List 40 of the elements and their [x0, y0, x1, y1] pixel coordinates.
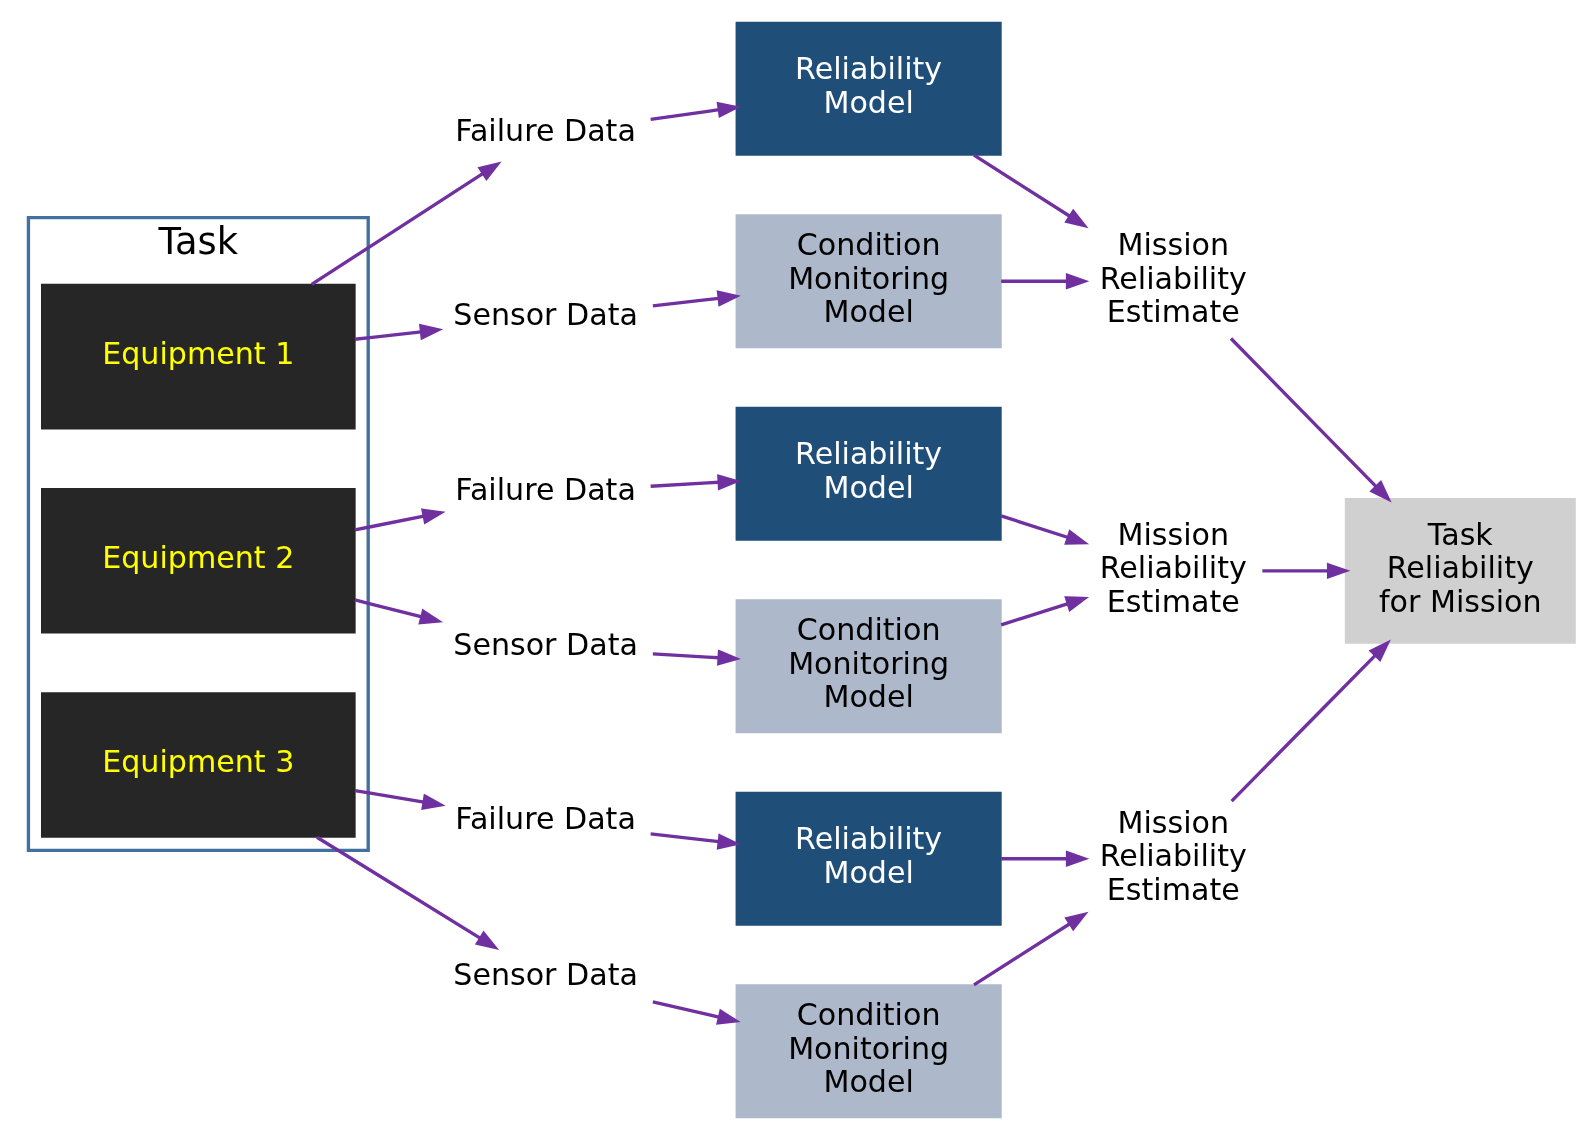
- node-text: Sensor Data: [453, 627, 638, 663]
- arrow: [354, 598, 444, 625]
- arrow: [310, 161, 502, 286]
- arrow: [1230, 639, 1391, 803]
- arrow: [650, 101, 741, 122]
- node-box: Condition Monitoring Model: [735, 984, 1002, 1119]
- node-text: Failure Data: [455, 471, 636, 507]
- arrow: [652, 649, 741, 666]
- arrow: [652, 1000, 741, 1025]
- node-box: Task Reliability for Mission: [1344, 498, 1576, 644]
- node-text: Sensor Data: [453, 956, 638, 992]
- node-text: Mission Reliability Estimate: [1099, 804, 1247, 907]
- node-box: Condition Monitoring Model: [735, 214, 1002, 349]
- arrow: [652, 290, 741, 308]
- node-box: Reliability Model: [735, 791, 1002, 926]
- arrow: [354, 323, 444, 341]
- arrow: [354, 788, 446, 810]
- node-box: Condition Monitoring Model: [735, 599, 1002, 734]
- arrow: [650, 474, 741, 491]
- node-box: Reliability Model: [735, 406, 1002, 541]
- node-box: Equipment 2: [41, 488, 356, 634]
- node-text: Mission Reliability Estimate: [1099, 516, 1247, 619]
- arrow: [1001, 273, 1090, 290]
- node-text: Sensor Data: [453, 297, 638, 333]
- arrow: [354, 508, 446, 532]
- arrow: [973, 153, 1089, 229]
- arrow: [1001, 850, 1090, 867]
- node-text: Failure Data: [455, 113, 636, 149]
- arrow: [973, 911, 1089, 987]
- arrow: [316, 835, 500, 950]
- arrow: [650, 832, 741, 850]
- arrow: [1000, 596, 1090, 627]
- node-box: Reliability Model: [735, 21, 1002, 156]
- arrow: [1000, 514, 1090, 545]
- arrow: [1229, 337, 1392, 503]
- node-box: Equipment 1: [41, 283, 356, 430]
- node-text: Failure Data: [455, 801, 636, 837]
- node-text: Mission Reliability Estimate: [1099, 227, 1247, 330]
- node-box: Equipment 3: [41, 692, 356, 838]
- arrow: [1262, 562, 1351, 580]
